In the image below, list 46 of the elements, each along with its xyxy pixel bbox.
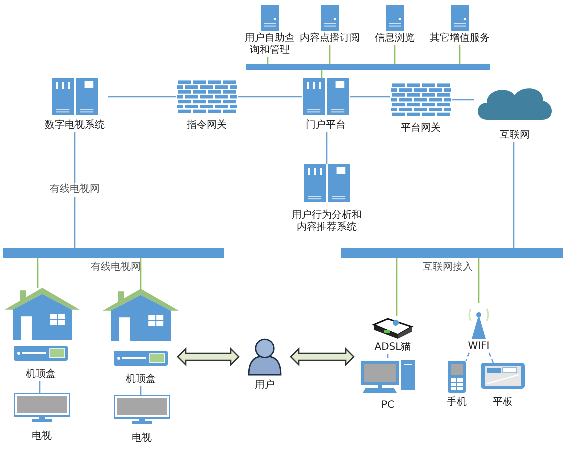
network-bus-bar <box>341 248 563 258</box>
network-bus-bar <box>3 248 224 258</box>
connector-line <box>396 258 398 316</box>
network-label: 互联网接入 <box>423 262 473 274</box>
dashed-connector <box>488 352 494 364</box>
node-label: 数字电视系统 <box>45 120 105 132</box>
connector-line <box>350 96 390 98</box>
connector-line <box>37 258 39 288</box>
node-label: 电视 <box>132 433 152 445</box>
node-label: 门户平台 <box>306 120 346 132</box>
connector-line <box>478 258 480 303</box>
connector-line <box>238 96 302 98</box>
edge-label: 有线电视网 <box>48 183 102 197</box>
connector-line <box>74 132 76 248</box>
node-label: PC <box>381 400 394 412</box>
connector-line <box>39 381 41 393</box>
node-label: 手机 <box>447 397 467 409</box>
node-label: WIFI <box>468 341 490 353</box>
node-label: 互联网 <box>500 130 530 142</box>
network-bus-bar <box>246 64 490 70</box>
connector-line <box>140 258 142 289</box>
connector-line <box>452 99 474 101</box>
connector-line <box>394 45 396 64</box>
connector-line <box>326 132 328 164</box>
connector-line <box>329 45 331 64</box>
connector-line <box>459 45 461 64</box>
node-label: 机顶盒 <box>126 374 156 386</box>
node-label: 用户行为分析和内容推荐系统 <box>292 210 362 234</box>
node-label: 信息浏览 <box>375 33 415 45</box>
node-label: 平板 <box>493 397 513 409</box>
connector-line <box>513 142 515 248</box>
node-label: 机顶盒 <box>26 369 56 381</box>
double-arrow <box>290 347 355 367</box>
node-label: ADSL猫 <box>374 342 412 354</box>
node-label: 其它增值服务 <box>430 33 490 45</box>
node-label: 电视 <box>32 431 52 443</box>
dashed-connector <box>387 354 389 360</box>
node-label: 用户自助查询和管理 <box>245 33 295 57</box>
dashed-connector <box>466 352 470 362</box>
node-label: 平台网关 <box>401 123 441 135</box>
node-label: 指令网关 <box>187 120 227 132</box>
double-arrow <box>177 347 240 367</box>
node-label: 用户 <box>255 380 275 392</box>
node-label: 内容点播订阅 <box>300 33 360 45</box>
network-label: 有线电视网 <box>91 262 141 274</box>
connector-line <box>108 96 176 98</box>
